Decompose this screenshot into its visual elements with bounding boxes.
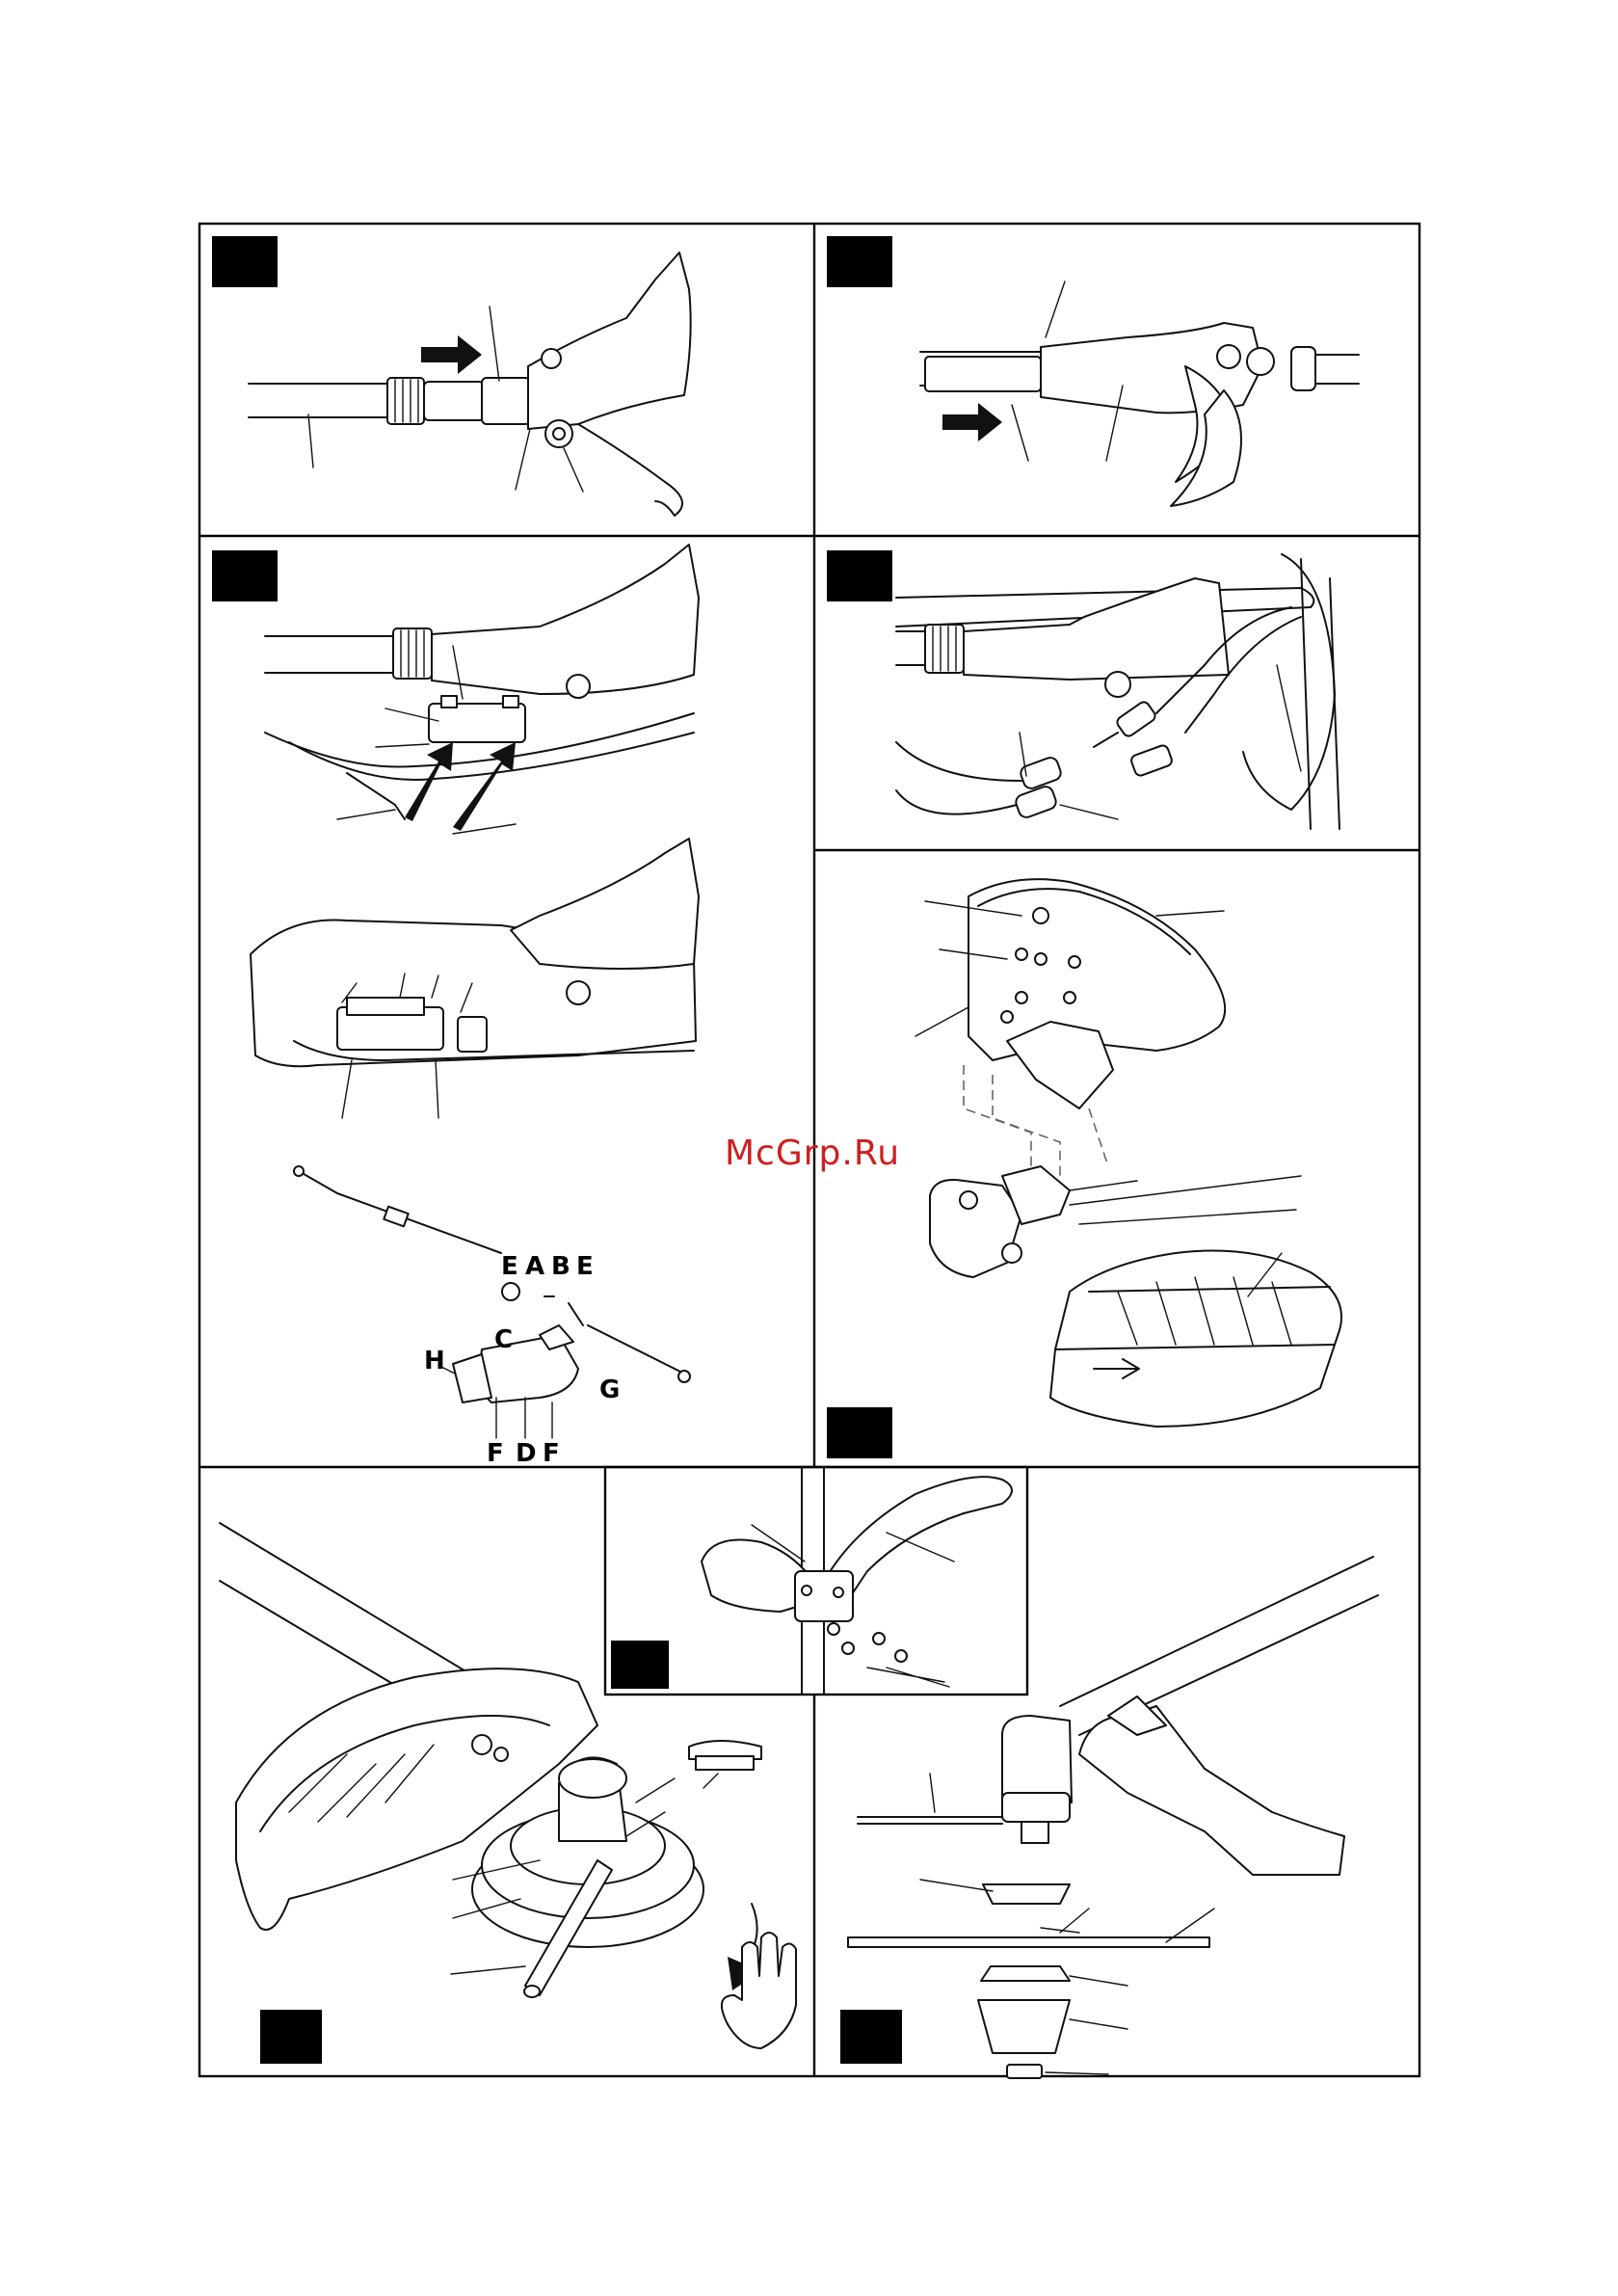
figure-4-wiring [896,554,1339,829]
figure-7-trimmer-head [220,1523,796,2048]
figure-box-4 [827,550,892,601]
part-letter-c: C [494,1325,513,1354]
figure-box-8 [840,2010,902,2064]
figure-box-7 [260,2010,322,2064]
part-letter-d: D [516,1439,537,1468]
part-letter-g: G [599,1375,620,1404]
figure-8-blade-assembly [848,1557,1378,2078]
part-letter-a: A [525,1252,544,1281]
part-letter-b: B [551,1252,570,1281]
figure-box-2 [827,236,892,287]
figure-box-6 [611,1641,669,1689]
part-letter-e1: E [501,1252,518,1281]
figure-3-cable-connector: E A B E C H G F D F [251,545,699,1468]
part-letter-f2: F [543,1439,560,1468]
part-letter-h: H [424,1347,445,1375]
figure-5-guard-assembly [915,879,1341,1427]
watermark: McGrp.Ru [725,1134,900,1173]
figure-2-handle-throttle [920,281,1359,506]
figure-1-shaft-coupling [249,253,691,516]
figure-box-1 [212,236,278,287]
part-letter-e2: E [576,1252,594,1281]
figure-6-assist-handle [702,1467,1012,1695]
figure-box-3 [212,550,278,601]
figure-box-5 [827,1407,892,1458]
part-letter-f1: F [487,1439,504,1468]
